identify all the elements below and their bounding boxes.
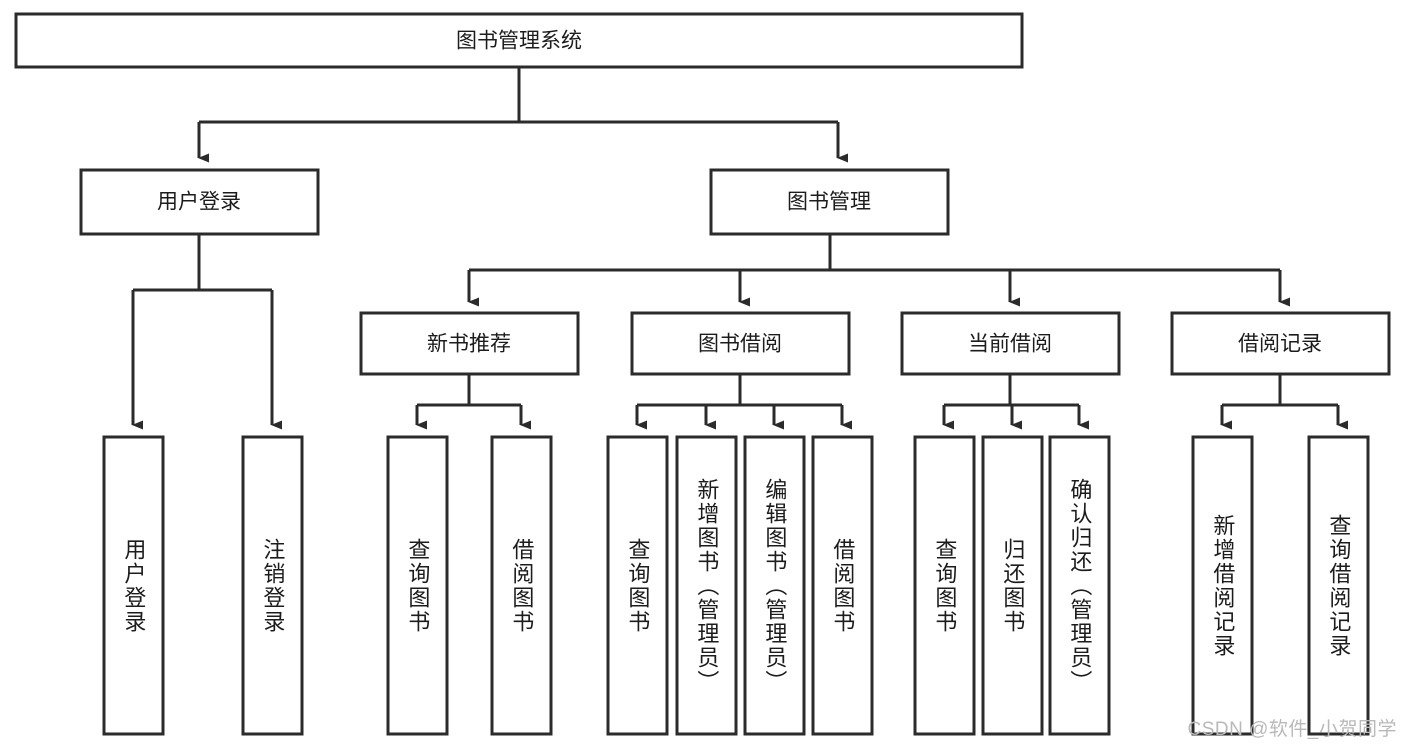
connector-group-user-login (131, 234, 282, 430)
leaf-current-2[interactable] (981, 435, 1044, 736)
node-book-mgmt-label: 图书管理 (787, 191, 871, 214)
leaf-user-login-2[interactable] (241, 435, 304, 736)
connector-group-new-book (415, 374, 531, 430)
leaf-user-login-1[interactable] (102, 435, 165, 736)
leaf-current-1[interactable] (913, 435, 976, 736)
node-user-login-label: 用户登录 (157, 191, 241, 214)
connector-group-root (197, 67, 848, 163)
node-root-label: 图书管理系统 (456, 30, 582, 53)
node-new-book[interactable] (359, 311, 580, 376)
leaf-borrow-2[interactable] (675, 435, 738, 736)
node-root[interactable] (14, 12, 1024, 69)
connector-group-book-mgmt (467, 234, 1290, 307)
node-records-label: 借阅记录 (1238, 333, 1322, 356)
connector-group-current (942, 374, 1089, 430)
leaf-borrow-4[interactable] (811, 435, 874, 736)
leaf-borrow-3[interactable] (743, 435, 806, 736)
node-user-login[interactable] (79, 168, 320, 236)
node-current[interactable] (900, 311, 1121, 376)
node-current-label: 当前借阅 (968, 333, 1052, 356)
node-records[interactable] (1170, 311, 1391, 376)
node-new-book-label: 新书推荐 (427, 333, 511, 356)
node-borrow-label: 图书借阅 (698, 333, 782, 356)
leaf-new-book-2[interactable] (490, 435, 553, 736)
leaf-borrow-1[interactable] (606, 435, 669, 736)
connector-group-borrow (635, 374, 852, 430)
leaf-records-2[interactable] (1307, 435, 1370, 736)
node-borrow[interactable] (630, 311, 851, 376)
leaf-new-book-1[interactable] (386, 435, 449, 736)
leaf-records-1[interactable] (1191, 435, 1254, 736)
connector-group-records (1220, 374, 1348, 430)
leaf-current-3[interactable] (1048, 435, 1111, 736)
node-book-mgmt[interactable] (709, 168, 950, 236)
csdn-watermark: CSDN @软件_小贺同学 (1187, 719, 1397, 740)
